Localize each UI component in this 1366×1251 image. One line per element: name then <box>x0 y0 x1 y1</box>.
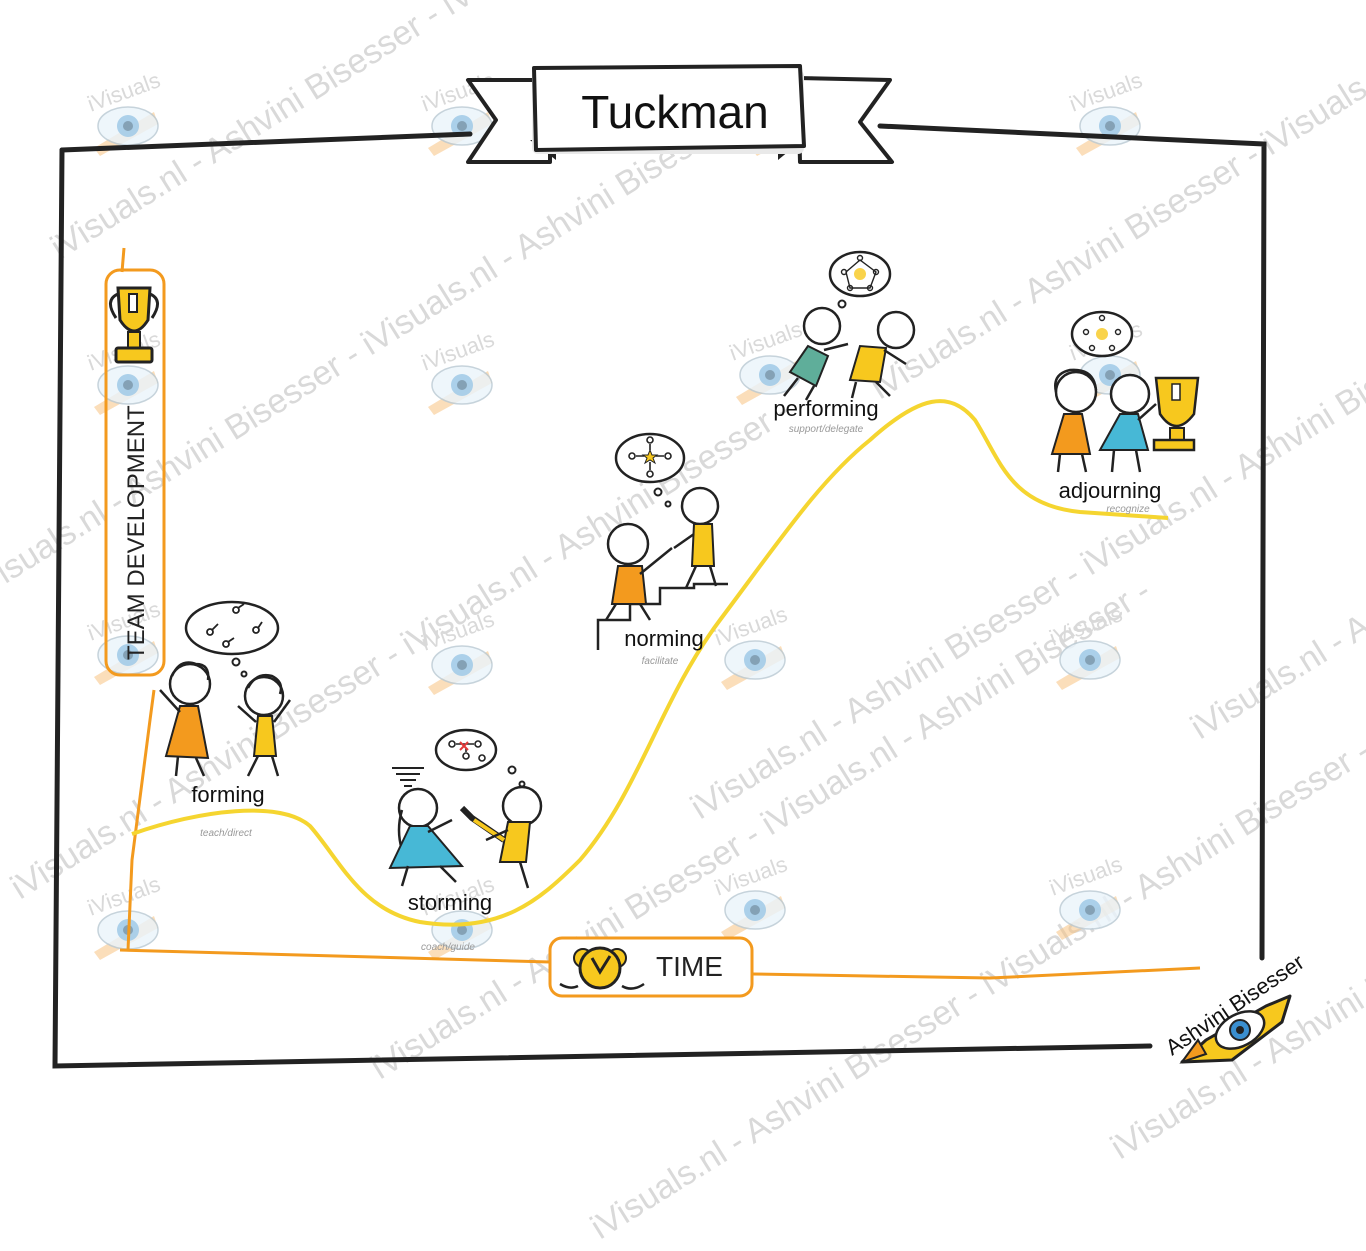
x-axis-label: TIME <box>656 951 723 982</box>
alarm-clock-icon <box>559 946 645 990</box>
stage-name: adjourning <box>1059 478 1162 503</box>
title: Tuckman <box>581 86 768 138</box>
stage-name: performing <box>773 396 878 421</box>
title-banner: Tuckman <box>466 64 894 164</box>
stage-norming: norming facilitate <box>596 432 728 667</box>
stage-name: storming <box>408 890 492 915</box>
person-orange-icon <box>1050 368 1098 473</box>
person-yellow-icon <box>459 785 543 889</box>
person-yellow-icon <box>848 310 916 399</box>
tornado-icon <box>392 767 424 787</box>
stage-storming: storming coach/guide <box>388 728 543 953</box>
eye-pencil-logo-icon <box>1179 994 1292 1064</box>
watermark-logo-icon: iVisuals <box>726 316 806 406</box>
x-axis: TIME <box>119 936 1201 998</box>
y-axis-label: TEAM DEVELOPMENT <box>123 405 150 660</box>
trophy-icon <box>109 286 159 364</box>
person-blue-icon <box>1098 373 1157 473</box>
watermark-logo-icon: iVisuals <box>84 326 164 416</box>
stage-style: facilitate <box>642 656 679 667</box>
y-axis: TEAM DEVELOPMENT <box>104 247 166 951</box>
stage-name: norming <box>624 626 703 651</box>
person-green-icon <box>783 306 849 401</box>
stage-style: recognize <box>1106 504 1150 515</box>
stage-style: teach/direct <box>200 828 253 839</box>
stage-name: forming <box>191 782 264 807</box>
person-blue-icon <box>388 787 465 887</box>
watermark-logo-icon: iVisuals <box>1046 601 1126 691</box>
stage-style: support/delegate <box>789 424 864 435</box>
frame <box>52 123 1267 1069</box>
trophy-icon <box>1152 376 1200 452</box>
stage-performing: performing support/delegate <box>773 250 916 435</box>
watermark-logo-icon: iVisuals <box>418 326 498 416</box>
person-yellow-icon <box>237 674 292 777</box>
person-orange-icon <box>604 522 673 621</box>
person-orange-icon <box>159 661 212 777</box>
stage-style: coach/guide <box>421 942 475 953</box>
watermark-logo-icon: iVisuals <box>84 871 164 961</box>
watermark-logo-icon: iVisuals <box>84 67 164 157</box>
development-curve <box>131 399 1169 927</box>
stairs-icon <box>596 582 728 650</box>
person-yellow-icon <box>673 486 720 589</box>
stage-forming: forming teach/direct <box>159 600 292 839</box>
watermark-logo-icon: iVisuals <box>1066 67 1146 157</box>
stage-adjourning: adjourning recognize <box>1050 310 1200 515</box>
